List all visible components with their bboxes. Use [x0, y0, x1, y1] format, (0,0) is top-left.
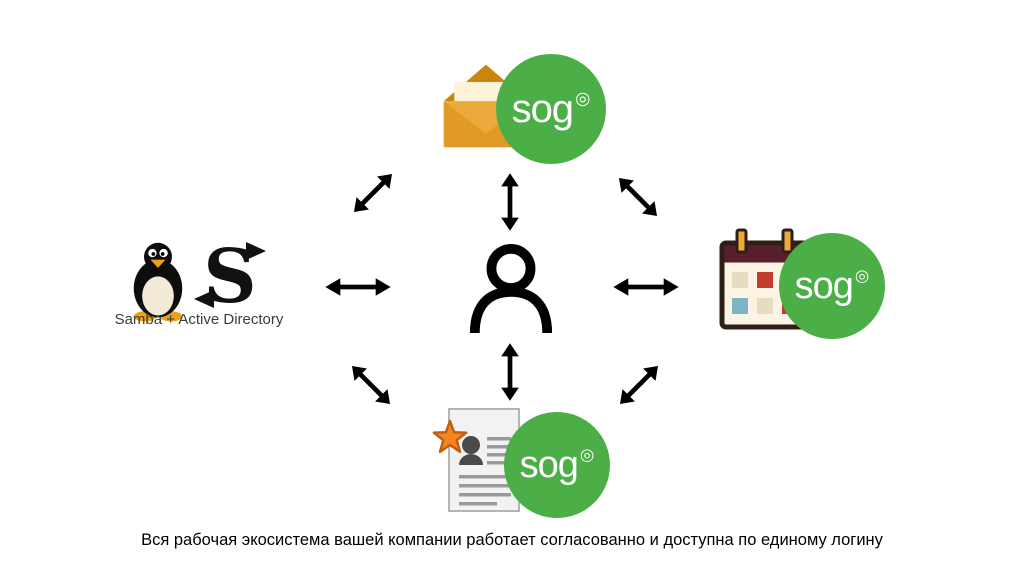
sogo-badge-contacts: sog◎ [504, 412, 610, 518]
star-icon [432, 419, 468, 454]
double-arrow-top-left-diagonal-icon [353, 173, 393, 213]
sogo-logo-mark: ◎ [579, 445, 595, 465]
sogo-logo-text: sog [519, 443, 579, 486]
user-person-icon [469, 244, 553, 333]
sogo-logo-text: sog [794, 264, 854, 307]
samba-logo-icon: S [194, 238, 266, 312]
double-arrow-bottom-left-diagonal-icon [351, 365, 391, 405]
caption-text: Вся рабочая экосистема вашей компании ра… [141, 531, 883, 549]
double-arrow-top-right-diagonal-icon [618, 177, 658, 217]
samba-ad-label: Samba + Active Directory [114, 311, 284, 328]
double-arrow-left-horizontal-icon [325, 278, 391, 296]
sogo-logo-mark: ◎ [575, 87, 591, 108]
sogo-badge-calendar: sog◎ [779, 233, 885, 339]
sogo-logo-mark: ◎ [854, 266, 870, 286]
double-arrow-right-horizontal-icon [613, 278, 679, 296]
double-arrow-bottom-right-diagonal-icon [619, 365, 659, 405]
sogo-badge-mail: sog◎ [496, 54, 606, 164]
tux-linux-icon [133, 242, 183, 322]
double-arrow-top-vertical-icon [501, 173, 519, 231]
sogo-logo-text: sog [511, 86, 574, 131]
double-arrow-bottom-vertical-icon [501, 343, 519, 401]
